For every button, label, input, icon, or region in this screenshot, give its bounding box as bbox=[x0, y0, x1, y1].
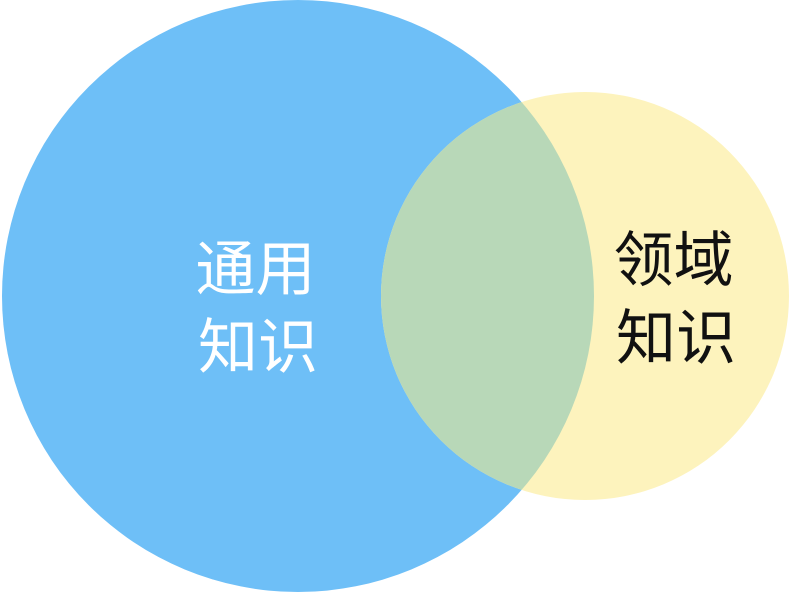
domain-knowledge-label-line-2: 知识 bbox=[616, 304, 736, 374]
general-knowledge-label: 通用 知识 bbox=[195, 235, 320, 383]
overlap-region bbox=[381, 92, 594, 500]
domain-knowledge-label: 领域 知识 bbox=[613, 226, 738, 374]
domain-knowledge-label-line-1: 领域 bbox=[613, 226, 733, 296]
general-knowledge-label-line-2: 知识 bbox=[198, 313, 318, 383]
general-knowledge-label-line-1: 通用 bbox=[195, 235, 315, 305]
